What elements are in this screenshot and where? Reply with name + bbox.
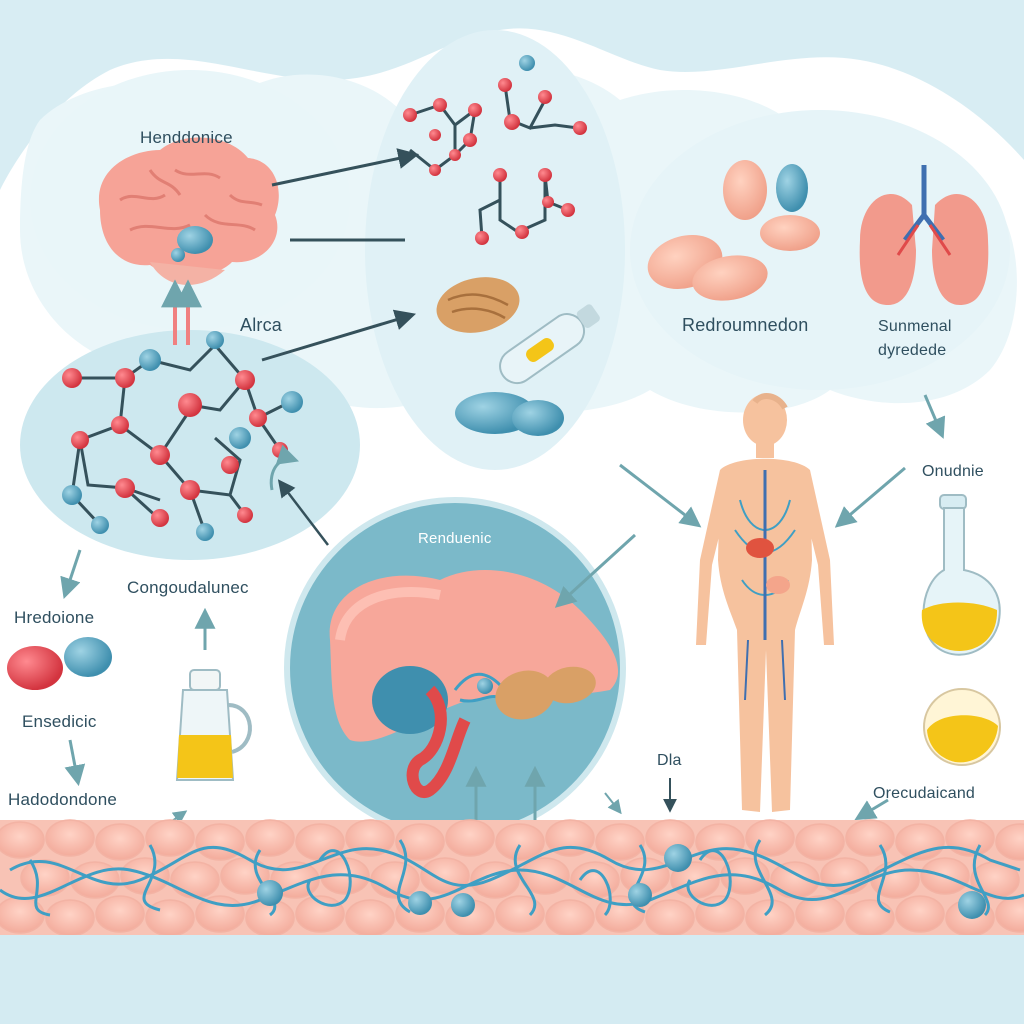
bottom-strip [0,935,1024,1024]
capsule-icon [499,304,600,385]
molecule-bubble [20,330,360,560]
almond-icon [436,277,520,333]
label-brain: Henddonice [140,128,233,147]
tissue-band [0,819,1024,937]
label-bottom-left: Hadodondone [8,790,118,809]
blue-pills [455,392,564,436]
oil-bottle-icon [175,669,252,781]
label-pellets: Hredoione [14,608,95,627]
label-oil-bottle: Congoudalunec [127,578,249,597]
human-body-icon [696,393,834,812]
label-oil-drop: Orecudaicand [873,785,976,802]
label-tablets: Redroumnedon [682,315,809,335]
top-molecule [403,55,587,245]
liver-arrows [277,479,637,825]
brain-icon [98,137,279,285]
label-flask: Onudnie [922,463,984,480]
flask-icon [921,494,1001,656]
label-liver: Renduenic [418,530,492,547]
label-pellets-sub: Ensedicic [22,712,97,731]
top-flow-arrows [261,148,420,362]
oil-drop-icon [923,688,1001,766]
label-small: Dla [657,752,682,769]
liver-icon [329,570,619,798]
human-arrows [619,463,906,528]
label-brain-molecule: Alrca [240,315,283,335]
lungs-icon [859,165,989,305]
tablets-icon [647,160,820,301]
label-lungs-line1: Sunmenal [878,318,952,335]
pellets-icon [7,637,112,690]
brain-up-arrows [161,279,202,345]
label-lungs-line2: dyredede [878,342,947,359]
